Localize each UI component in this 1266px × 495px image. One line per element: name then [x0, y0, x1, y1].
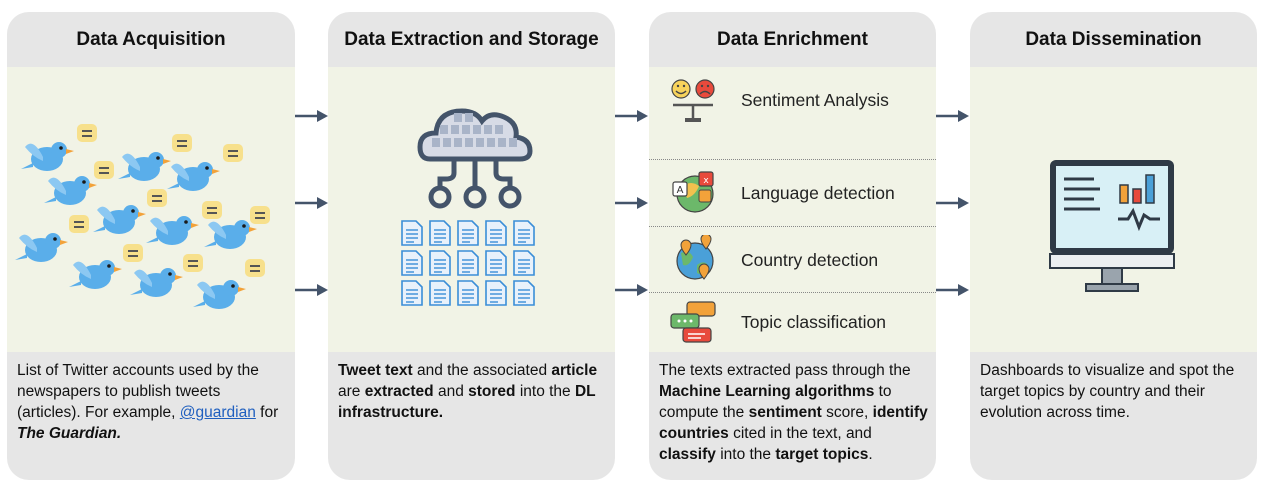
desc-text: The texts extracted pass through the	[659, 362, 911, 379]
sentiment-scale-icon	[671, 79, 715, 122]
documents-icon	[401, 220, 535, 306]
desc-text: and	[433, 383, 469, 400]
desc-bold: identify countries	[659, 404, 928, 442]
desc-bold: DL infrastructure.	[338, 383, 596, 421]
card-data-extraction-storage: Data Extraction and Storage	[328, 12, 615, 480]
desc-text: score,	[821, 404, 873, 421]
card-description: Dashboards to visualize and spot the tar…	[980, 360, 1249, 423]
desc-bold: Machine Learning algorithms	[659, 383, 875, 400]
enrichment-steps: Sentiment Analysis A x Language detectio…	[649, 67, 936, 352]
card-data-acquisition: Data Acquisition	[7, 12, 295, 480]
enrichment-label: Language detection	[741, 182, 895, 203]
card-description: Tweet text and the associated article ar…	[338, 360, 607, 423]
divider	[649, 292, 936, 293]
dashboard-illustration	[970, 67, 1257, 352]
card-description: List of Twitter accounts used by the new…	[17, 360, 287, 444]
cloud-icon	[417, 108, 533, 209]
svg-text:x: x	[703, 176, 709, 186]
flow-arrows-3	[936, 110, 969, 296]
desc-text: for	[255, 404, 279, 421]
desc-text: into the	[715, 446, 776, 463]
desc-bold: extracted	[364, 383, 434, 400]
desc-bold: classify	[659, 446, 716, 463]
desc-text: List of Twitter accounts used by the new…	[17, 362, 259, 421]
desc-bold: target topics	[775, 446, 869, 463]
enrichment-item-country: Country detection	[649, 227, 936, 293]
cloud-storage-illustration	[328, 67, 615, 352]
twitter-birds-icon	[15, 123, 271, 309]
language-map-icon: A x	[672, 171, 714, 213]
desc-text: into the	[515, 383, 575, 400]
enrichment-item-sentiment: Sentiment Analysis	[649, 67, 936, 133]
card-title: Data Enrichment	[717, 28, 868, 50]
twitter-birds-illustration	[7, 67, 295, 352]
desc-text: are	[338, 383, 365, 400]
desc-text: cited in the text, and	[728, 425, 872, 442]
divider	[649, 159, 936, 160]
guardian-link[interactable]: @guardian	[179, 404, 256, 421]
desc-text: .	[868, 446, 873, 463]
desc-bold: article	[551, 362, 598, 379]
desc-bold: stored	[468, 383, 516, 400]
enrichment-item-topic: Topic classification	[649, 293, 936, 352]
dashboard-monitor-icon	[1049, 160, 1175, 292]
desc-text: and the associated	[412, 362, 552, 379]
svg-text:A: A	[677, 185, 684, 196]
flow-arrows-1	[295, 110, 328, 296]
card-description: The texts extracted pass through the Mac…	[659, 360, 928, 465]
desc-text: to compute the	[659, 383, 892, 421]
desc-bold: sentiment	[748, 404, 822, 421]
enrichment-label: Country detection	[741, 249, 879, 270]
globe-pin-icon	[676, 235, 714, 280]
divider	[649, 226, 936, 227]
newspaper-name: The Guardian.	[17, 425, 122, 442]
card-data-enrichment: Data Enrichment Sentiment Analysis	[649, 12, 936, 480]
card-title: Data Acquisition	[76, 28, 226, 50]
chat-bubbles-icon	[670, 300, 716, 343]
card-title: Data Extraction and Storage	[344, 28, 599, 50]
card-title: Data Dissemination	[1025, 28, 1202, 50]
flow-arrows-2	[615, 110, 648, 296]
desc-bold: Tweet text	[338, 362, 413, 379]
enrichment-label: Topic classification	[741, 312, 886, 332]
card-data-dissemination: Data Dissemination Dashboards to visuali…	[970, 12, 1257, 480]
enrichment-item-language: A x Language detection	[649, 160, 936, 226]
enrichment-label: Sentiment Analysis	[741, 89, 889, 110]
desc-text: Dashboards to visualize and spot the tar…	[980, 362, 1235, 421]
